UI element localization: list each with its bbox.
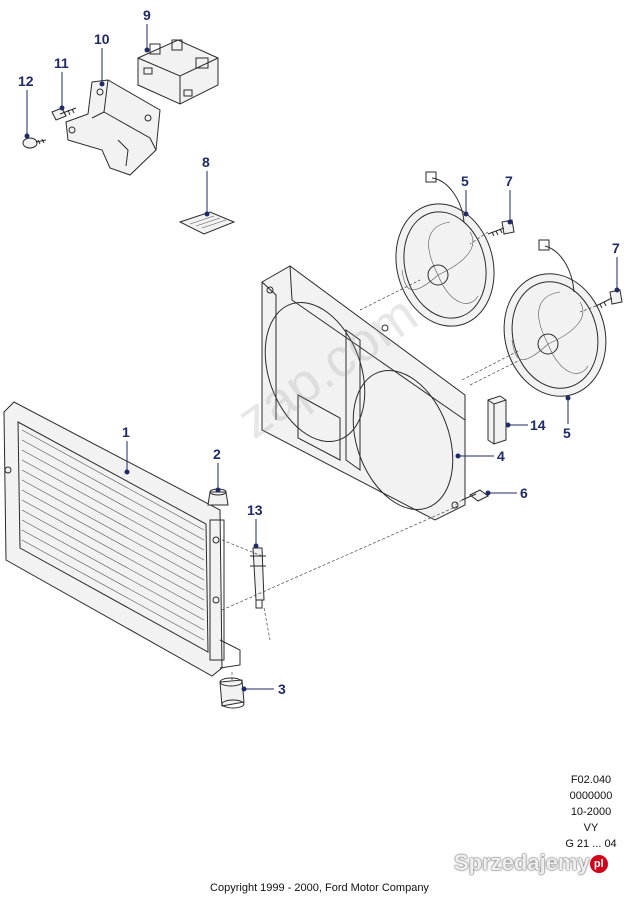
callout-7-lower: 7 bbox=[612, 240, 620, 293]
svg-text:3: 3 bbox=[278, 681, 286, 697]
part-14-clip bbox=[487, 395, 507, 445]
part-10-bracket bbox=[65, 79, 161, 176]
part-6-screw bbox=[461, 489, 489, 502]
part-8-label bbox=[178, 211, 236, 235]
svg-text:8: 8 bbox=[202, 154, 210, 170]
copyright-text: Copyright 1999 - 2000, Ford Motor Compan… bbox=[210, 882, 429, 894]
callout-8: 8 bbox=[202, 154, 210, 217]
watermark-site-text: Sprzedajemy bbox=[454, 850, 590, 875]
callout-14: 14 bbox=[505, 417, 546, 433]
callout-10: 10 bbox=[94, 31, 110, 87]
callout-7-upper: 7 bbox=[505, 173, 513, 225]
svg-text:9: 9 bbox=[143, 7, 151, 23]
callout-11: 11 bbox=[54, 55, 69, 111]
part-1-radiator bbox=[3, 401, 241, 677]
svg-text:5: 5 bbox=[461, 173, 469, 189]
part-5-fan-upper bbox=[395, 171, 495, 327]
svg-text:5: 5 bbox=[563, 425, 571, 441]
part-7-bolt-upper bbox=[487, 219, 515, 237]
part-7-bolt-lower bbox=[595, 289, 623, 309]
svg-text:13: 13 bbox=[247, 502, 263, 518]
callout-5-upper: 5 bbox=[461, 173, 469, 217]
svg-text:6: 6 bbox=[520, 485, 528, 501]
drawing-metadata: F02.040 0000000 10-2000 VY G 21 ... 04 bbox=[551, 772, 631, 852]
part-11-bolt bbox=[51, 107, 77, 121]
part-12-screw bbox=[22, 137, 47, 149]
part-5-fan-lower bbox=[503, 239, 607, 397]
callout-13: 13 bbox=[247, 502, 263, 549]
callout-3: 3 bbox=[241, 681, 286, 697]
svg-text:4: 4 bbox=[497, 448, 505, 464]
svg-text:14: 14 bbox=[530, 417, 546, 433]
svg-text:12: 12 bbox=[18, 73, 34, 89]
svg-text:2: 2 bbox=[213, 446, 221, 462]
meta-date: 10-2000 bbox=[570, 806, 612, 818]
svg-text:7: 7 bbox=[505, 173, 513, 189]
svg-text:1: 1 bbox=[122, 424, 130, 440]
svg-text:7: 7 bbox=[612, 240, 620, 256]
callout-5-lower: 5 bbox=[563, 395, 571, 441]
part-9-module bbox=[137, 39, 219, 105]
watermark-site-badge: pl bbox=[589, 855, 608, 874]
part-13-drain-plug bbox=[250, 547, 266, 609]
callout-2: 2 bbox=[213, 446, 221, 493]
meta-vy: VY bbox=[583, 822, 599, 834]
meta-g: G 21 ... 04 bbox=[565, 838, 617, 850]
svg-text:10: 10 bbox=[94, 31, 110, 47]
callout-1: 1 bbox=[122, 424, 130, 475]
callout-6: 6 bbox=[485, 485, 528, 501]
svg-text:11: 11 bbox=[54, 55, 69, 71]
callout-4: 4 bbox=[455, 448, 505, 464]
part-3-mount bbox=[219, 677, 245, 709]
assembly-lines bbox=[221, 231, 597, 680]
part-4-fan-shroud bbox=[261, 265, 466, 521]
callout-12: 12 bbox=[18, 73, 34, 139]
meta-code: 0000000 bbox=[569, 790, 613, 802]
meta-ref: F02.040 bbox=[570, 774, 612, 786]
callout-9: 9 bbox=[143, 7, 151, 53]
